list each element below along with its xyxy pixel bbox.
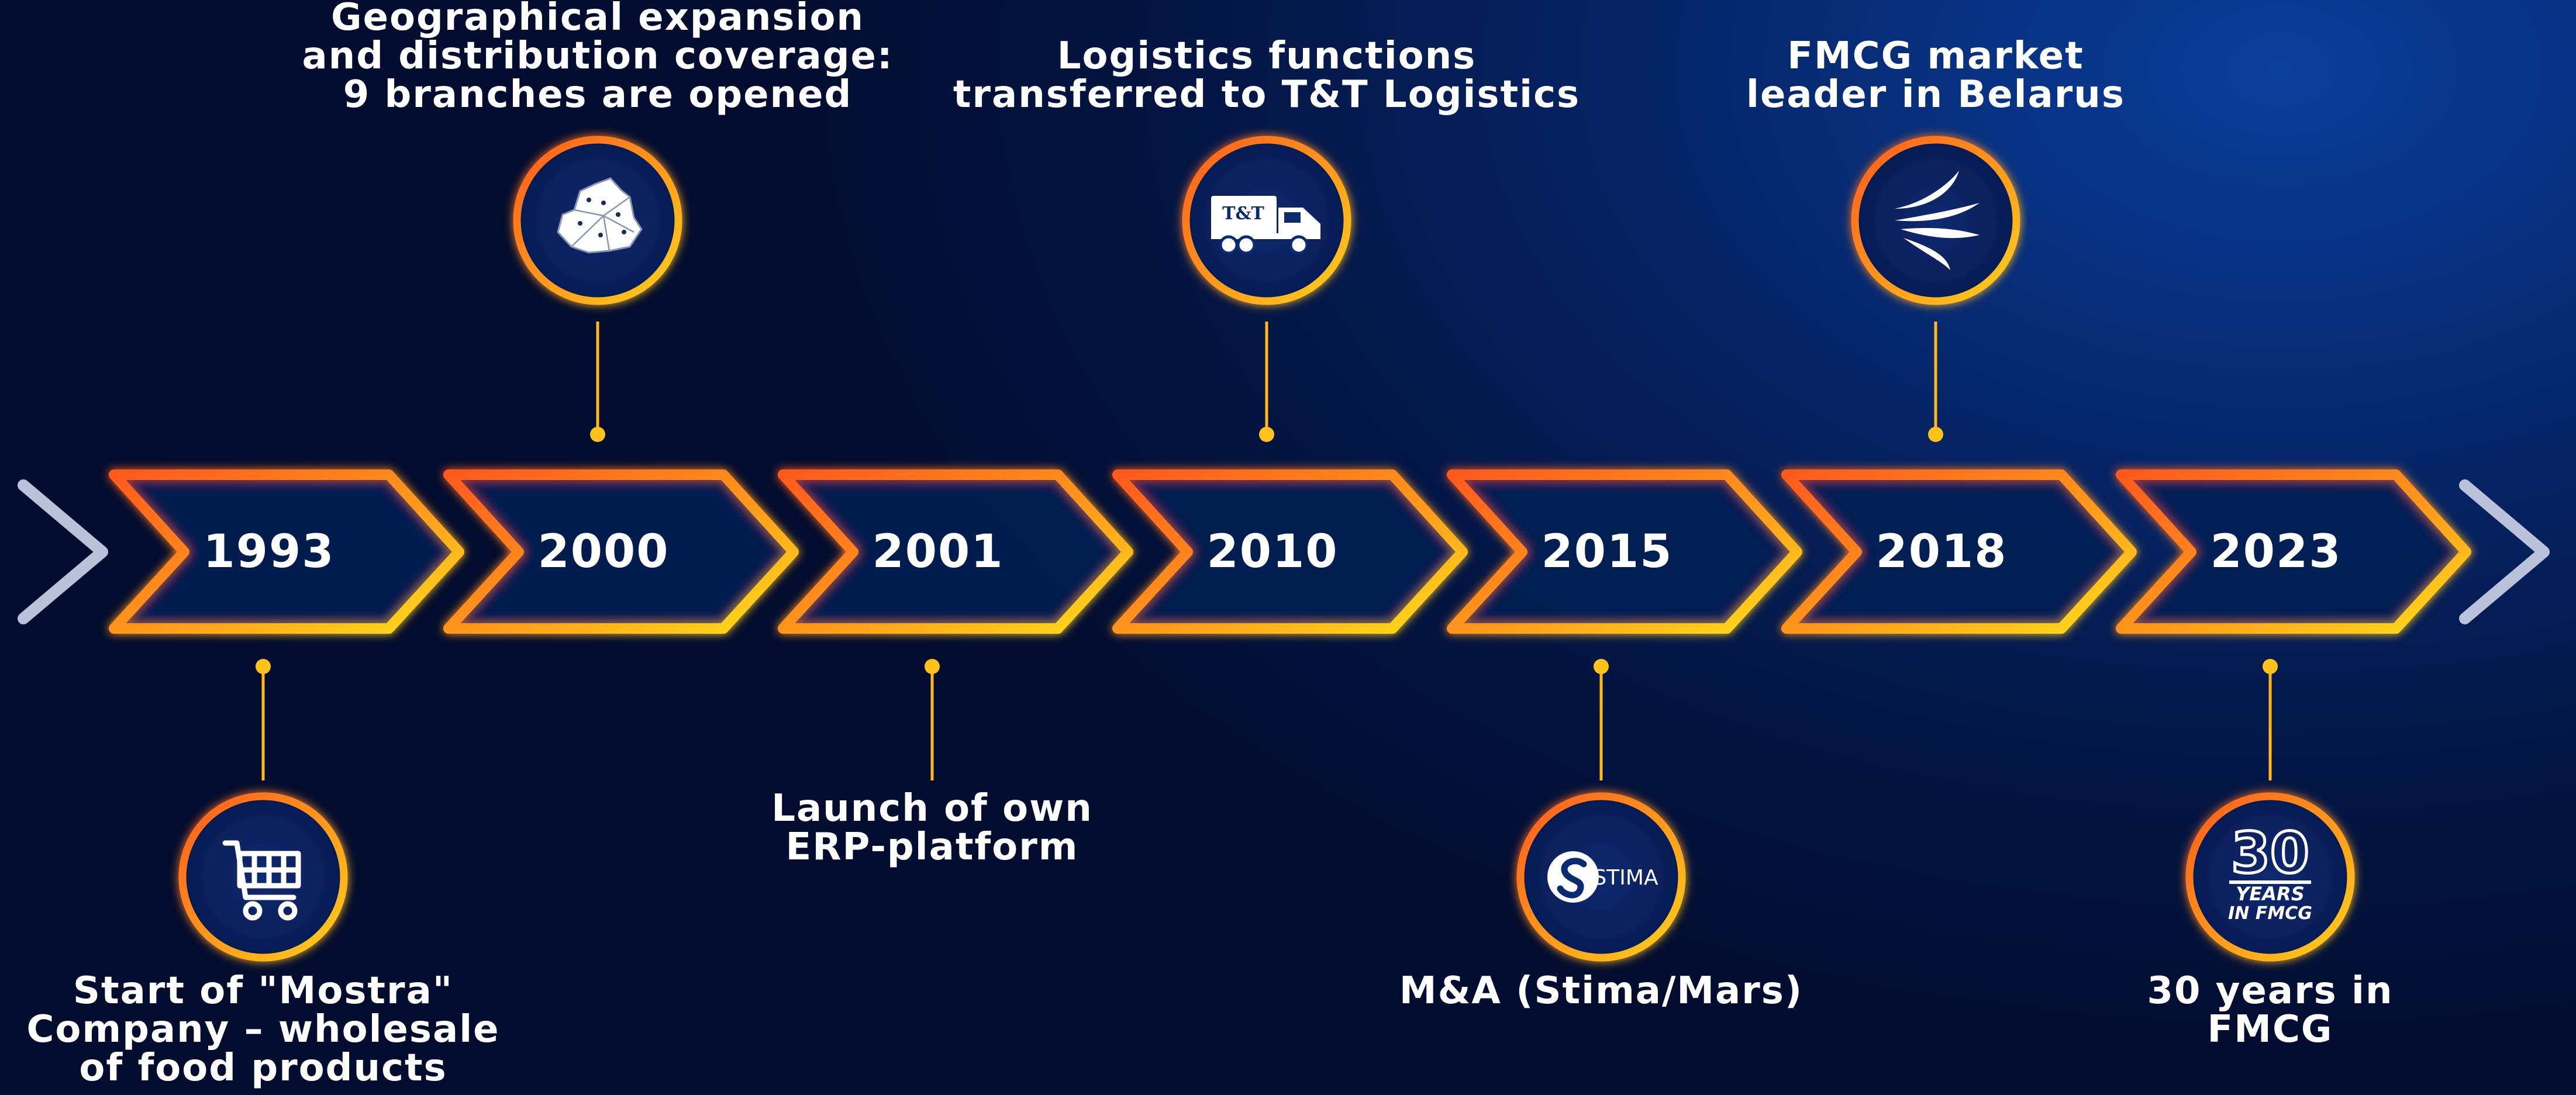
connector-dot [1259, 427, 1274, 442]
tt-truck-icon: T&T [1182, 136, 1351, 305]
shopping-cart-icon [178, 792, 348, 962]
stima-logo-text: STIMA [1593, 866, 1658, 890]
timeline-arrow [1447, 469, 1802, 634]
connector-dot [2263, 659, 2278, 674]
milestone-label: 30 years in FMCG [2147, 969, 2394, 1051]
milestone-label: Geographical expansion and distribution … [302, 0, 894, 116]
milestone-label: FMCG market leader in Belarus [1746, 34, 2125, 116]
milestone-year: 2018 [1875, 526, 2008, 578]
end-chevron-icon [2459, 479, 2550, 624]
timeline-arrow [109, 469, 464, 634]
timeline-arrow [1781, 469, 2137, 634]
belarus-map-icon [513, 136, 682, 305]
milestone-year: 2015 [1541, 526, 1673, 578]
timeline-arrow [1112, 469, 1468, 634]
milestone-year: 1993 [203, 526, 335, 578]
milestone-year: 2010 [1206, 526, 1339, 578]
start-chevron-icon [18, 479, 108, 624]
connector-dot [1928, 427, 1943, 442]
connector-dot [925, 659, 940, 674]
connector-dot [1594, 659, 1609, 674]
connector-dot [590, 427, 605, 442]
badge-number-text: 30 [2231, 820, 2309, 886]
milestone-year: 2000 [537, 526, 670, 578]
tt-logo-text: T&T [1222, 203, 1264, 224]
connector-dot [256, 659, 271, 674]
timeline-arrow [778, 469, 1133, 634]
company-logo-icon [1851, 136, 2020, 305]
stima-logo-icon: STIMA [1516, 792, 1686, 962]
milestone-year: 2023 [2210, 526, 2342, 578]
timeline-arrow [2116, 469, 2471, 634]
milestone-year: 2001 [872, 526, 1004, 578]
timeline-arrow [443, 469, 799, 634]
milestone-label: Launch of own ERP-platform [771, 787, 1093, 869]
milestone-label: M&A (Stima/Mars) [1399, 969, 1803, 1013]
milestone-label: Logistics functions transferred to T&T L… [953, 34, 1581, 116]
badge-fmcg-text: IN FMCG [2228, 903, 2312, 924]
milestone-label: Start of "Mostra" Company – wholesale of… [26, 969, 500, 1090]
badge-years-text: YEARS [2236, 883, 2304, 905]
